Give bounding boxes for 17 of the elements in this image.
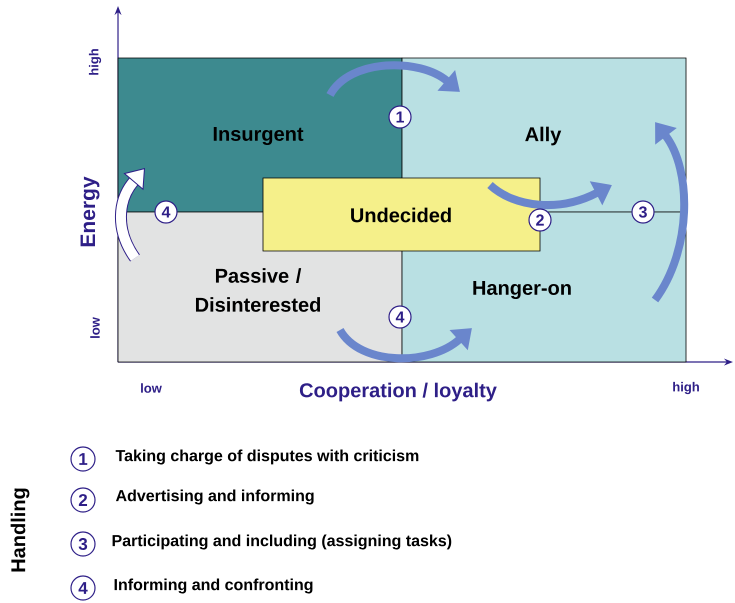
legend-heading: Handling (10, 488, 30, 572)
tick-label: low (90, 317, 100, 338)
curved-arrow (114, 168, 145, 262)
axis-title: Cooperation / loyalty (300, 382, 497, 402)
edge-label: 3 (631, 200, 655, 224)
tick-label: high (673, 382, 699, 394)
edge-label: 2 (528, 208, 552, 232)
edge-label: 4 (154, 200, 178, 224)
legend-item: Advertising and informing (116, 490, 314, 504)
tick-label: low (141, 383, 162, 393)
legend-item: Participating and including (assigning tasks) (112, 534, 452, 550)
edge-label: 4 (388, 305, 412, 329)
legend-item: Informing and confronting (114, 578, 312, 594)
edge-label: 1 (388, 105, 412, 129)
axis-title: Energy (80, 176, 100, 246)
legend-item: Taking charge of disputes with criticism (116, 450, 418, 464)
tick-label: high (88, 49, 102, 75)
